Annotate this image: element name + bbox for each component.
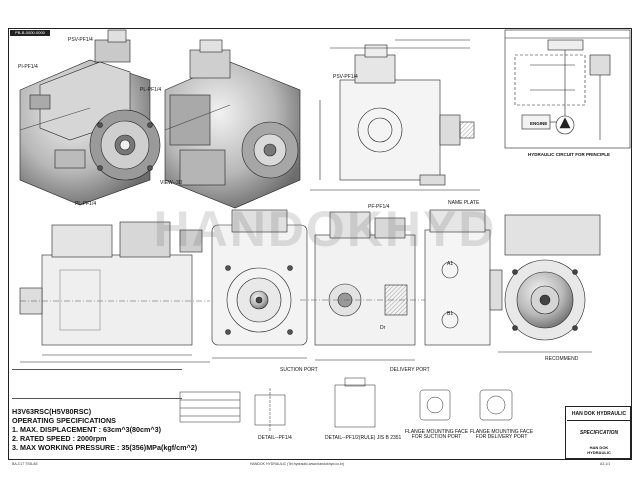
view-3d-label: VIEW--3D [160, 180, 183, 186]
label-dr: Dr [380, 325, 386, 331]
label-b1: B1 [447, 311, 454, 317]
label-pl-pf14-b: PL-PF1/4 [75, 201, 97, 207]
label-pi-pf14: PI-PF1/4 [18, 64, 38, 70]
title-block-company: HAN DOK HYDRAULIC [567, 408, 631, 421]
hydraulic-circuit-diagram [504, 29, 631, 149]
side-elevation-view [310, 39, 480, 191]
title-block-brand: HAN DOK HYDRAULIC [587, 445, 611, 455]
iso-pump-right [164, 39, 301, 209]
rear-view [498, 214, 601, 353]
label-name-plate: NAME PLATE [448, 200, 480, 206]
detail-sketches [179, 377, 513, 432]
side-view-ports [424, 209, 503, 346]
label-pl-pf14: PL-PF1/4 [140, 87, 162, 93]
spec-line-1: 1. MAX. DISPLACEMENT : 63cm^3(80cm^3) [12, 425, 161, 434]
iso-pump-left [19, 29, 161, 206]
drawing-frame [8, 28, 632, 460]
drawing-number-tag: PB-B-0000-0000 [10, 30, 50, 36]
label-recommend: RECOMMEND [545, 356, 579, 362]
front-view-left [19, 221, 210, 363]
engine-label: ENGINE [530, 121, 548, 126]
spec-line-2: 2. RATED SPEED : 2000rpm [12, 434, 107, 443]
spec-line-3: 3. MAX WORKING PRESSURE : 35(356)MPa(kgf… [12, 443, 198, 452]
hydraulic-circuit-caption: HYDRAULIC CIRCUIT FOR PRINCIPLE [528, 152, 610, 157]
title-block: HAN DOK HYDRAULIC SPECIFICATION HAN DOK … [565, 406, 631, 459]
label-suction-port: SUCTION PORT [280, 367, 318, 373]
specs-heading: OPERATING SPECIFICATIONS [12, 416, 116, 425]
watermark: HANDOKHYD [153, 201, 497, 257]
label-psv-pf14-b: PSV-PF1/4 [333, 74, 358, 80]
flange-delivery-caption: FLANGE MOUNTING FACE FOR DELIVERY PORT [470, 429, 534, 440]
title-block-doc: SPECIFICATION [579, 430, 619, 436]
detail-pf14-caption: DETAIL--PF1/4 [258, 435, 292, 441]
notes-block [12, 369, 182, 399]
end-view-center [211, 209, 308, 359]
footer-left: BA-C17 TSB-AE [12, 462, 38, 466]
label-pf-pf14: PF-PF1/4 [368, 204, 390, 210]
footer-right: A3 1/1 [600, 462, 611, 466]
model-title: H3V63RSC(H5V80RSC) [12, 407, 92, 416]
side-view-right [300, 211, 430, 361]
specs-block: H3V63RSC(H5V80RSC) OPERATING SPECIFICATI… [12, 407, 197, 452]
label-psv-pf14: PSV-PF1/4 [68, 37, 93, 43]
flange-suction-caption: FLANGE MOUNTING FACE FOR SUCTION PORT [405, 429, 469, 440]
label-a1: A1 [447, 261, 454, 267]
detail-pf12-caption: DETAIL--PF1/2(RULE) JIS B 2351 [325, 435, 402, 441]
footer-center: HANDOK HYDRAULIC (Tel:hydraulic-www.hand… [250, 462, 345, 466]
label-delivery-port: DELIVERY PORT [390, 367, 430, 373]
